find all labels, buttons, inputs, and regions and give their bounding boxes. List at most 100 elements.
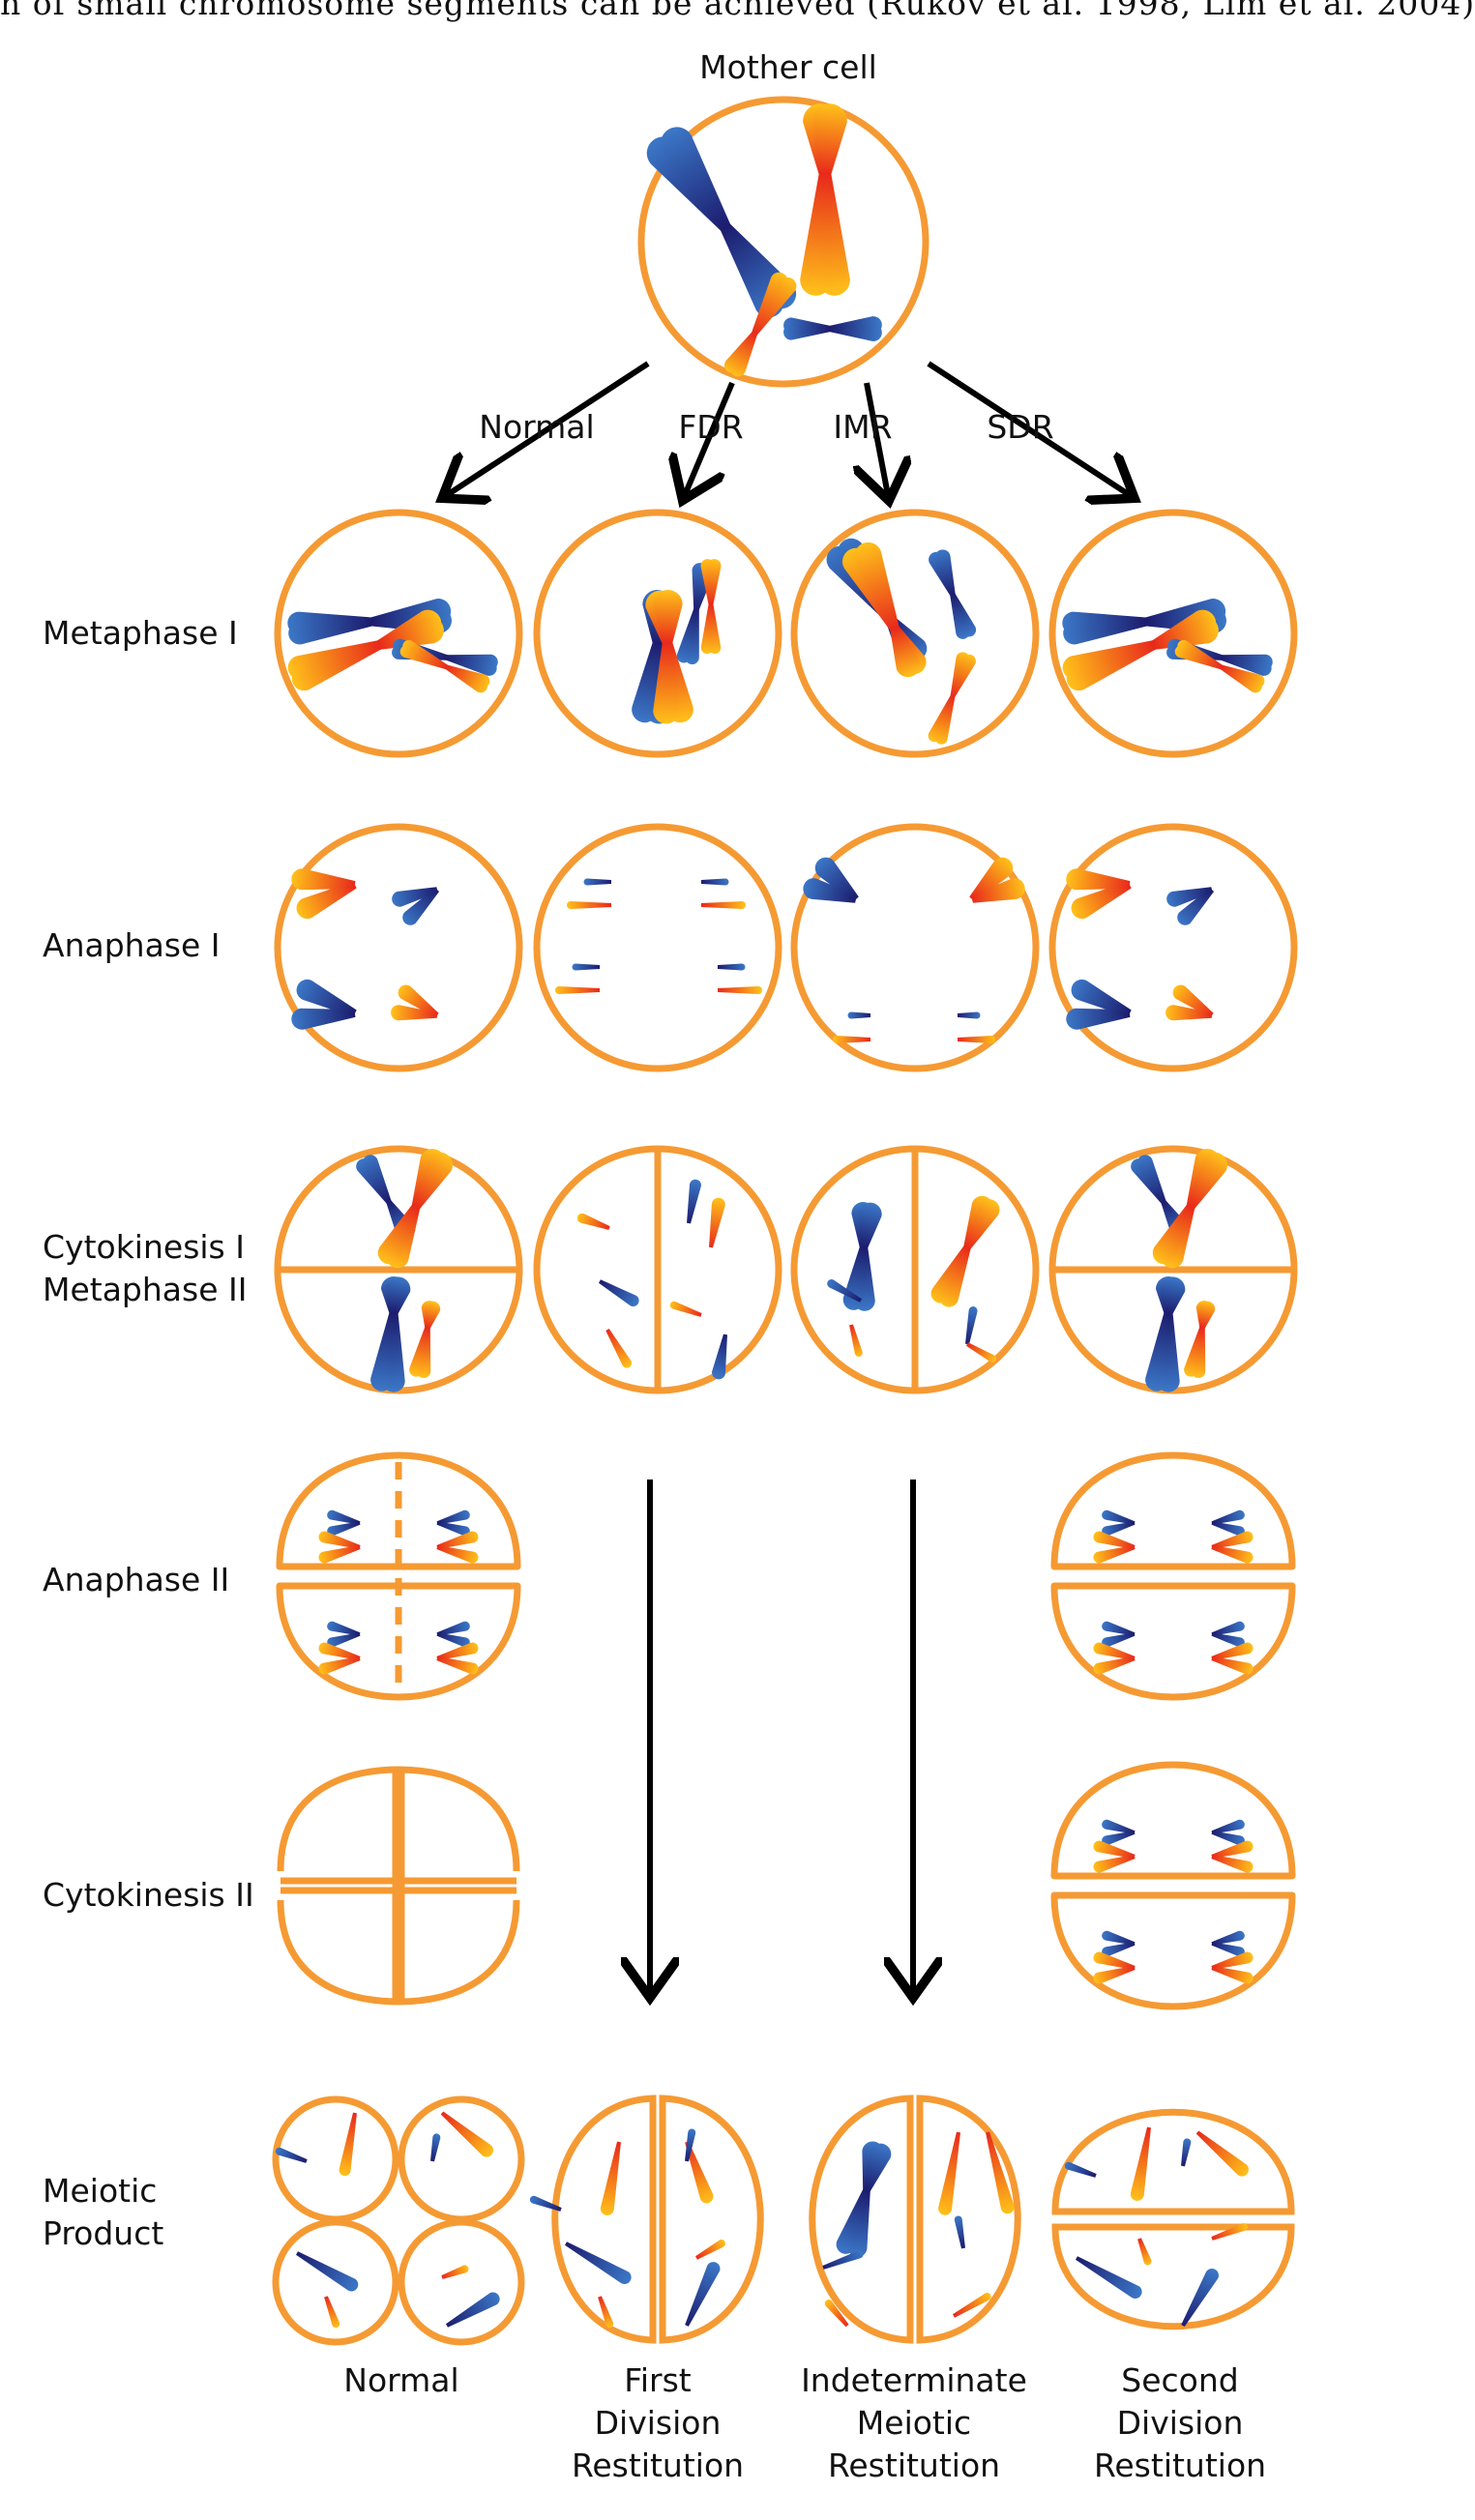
stage-label-metaphase-1: Metaphase I <box>43 614 238 652</box>
chromatid-paternal-73 <box>934 549 956 596</box>
chromatid-maternal-23 <box>287 640 381 681</box>
chromatid-paternal-100 <box>572 963 600 971</box>
chromatid-paternal-221 <box>565 2242 632 2284</box>
chromatid-maternal-143 <box>1184 1327 1205 1377</box>
chromatid-maternal-219 <box>600 2141 621 2215</box>
chromatid-paternal-163 <box>327 1521 361 1537</box>
chromatid-maternal-141 <box>1199 1301 1216 1329</box>
chromatid-maternal-103 <box>718 986 762 994</box>
chromatid-maternal-236 <box>953 2293 991 2318</box>
chromatid-paternal-15 <box>783 317 831 334</box>
chromatid-maternal-39 <box>1062 640 1156 681</box>
product-label-imr: Indeterminate Meiotic Restitution <box>801 2361 1027 2484</box>
chromatid-paternal-184 <box>1211 1521 1245 1537</box>
chromatid-maternal-45 <box>1220 664 1262 693</box>
chromatid-maternal-223 <box>685 2141 714 2204</box>
chromatid-maternal-237 <box>1130 2126 1151 2201</box>
chromatid-maternal-185 <box>1211 1531 1254 1550</box>
anaphase-1-cell-0 <box>274 823 523 1072</box>
chromatid-paternal-171 <box>327 1632 361 1648</box>
chromatid-maternal-165 <box>318 1544 361 1564</box>
chromatid-maternal-181 <box>1093 1544 1136 1564</box>
chromatid-maternal-160 <box>930 1245 971 1304</box>
chromatid-maternal-197 <box>1093 1854 1136 1873</box>
chromatid-maternal-213 <box>440 2111 493 2157</box>
caption-fragment: n of small chromosome segments can be ac… <box>0 0 1475 22</box>
chromatid-maternal-186 <box>1211 1544 1254 1564</box>
pathway-label-imr: IMR <box>833 408 893 446</box>
chromatid-maternal-63 <box>700 603 714 655</box>
chromatid-paternal-19 <box>287 611 372 635</box>
chromatid-paternal-192 <box>1211 1632 1245 1648</box>
metaphase-1-cell-3 <box>1048 509 1298 758</box>
chromatid-paternal-164 <box>327 1509 361 1525</box>
chromatid-paternal-152 <box>858 1202 882 1248</box>
chromatid-paternal-93 <box>1071 979 1132 1017</box>
anaphase-1-cell-1 <box>533 823 782 1072</box>
chromatid-paternal-85 <box>296 979 357 1017</box>
chromatid-maternal-177 <box>436 1642 479 1661</box>
chromatid-maternal-158 <box>963 1199 1000 1249</box>
chromatid-maternal-53 <box>653 590 683 644</box>
pathway-label-fdr: FDR <box>678 408 744 446</box>
anaphase-2-normal-lower <box>276 1582 521 1701</box>
chromatid-paternal-175 <box>436 1621 470 1636</box>
product-label-fdr: First Division Restitution <box>571 2361 745 2484</box>
chromatid-paternal-231 <box>822 2250 864 2270</box>
chromatid-paternal-167 <box>436 1509 470 1525</box>
chromatid-paternal-161 <box>965 1306 978 1345</box>
chromatid-maternal-218 <box>441 2265 469 2279</box>
chromatid-paternal-108 <box>847 1011 870 1019</box>
chromatid-maternal-202 <box>1211 1854 1254 1873</box>
chromatid-maternal-107 <box>971 878 1025 903</box>
chromatid-maternal-125 <box>425 1301 441 1329</box>
chromatid-paternal-191 <box>1211 1621 1245 1636</box>
chromatid-maternal-210 <box>1211 1965 1254 1984</box>
chromatid-maternal-243 <box>1211 2223 1248 2241</box>
stage-label-meiotic-product: Meiotic Product <box>43 2172 164 2252</box>
chromatid-paternal-83 <box>392 887 438 907</box>
chromatid-maternal-37 <box>1152 616 1219 650</box>
chromatid-maternal-87 <box>398 984 439 1018</box>
arrow-normal <box>447 361 650 495</box>
chromatid-paternal-214 <box>430 2133 441 2162</box>
chromatid-paternal-59 <box>676 608 699 663</box>
chromatid-maternal-111 <box>958 1036 995 1043</box>
chromatid-maternal-144 <box>576 1213 610 1230</box>
chromatid-paternal-208 <box>1211 1942 1245 1957</box>
chromatid-maternal-133 <box>1187 1152 1227 1210</box>
chromatid-paternal-228 <box>863 2143 892 2192</box>
chromatid-maternal-55 <box>653 642 680 724</box>
chromatid-maternal-148 <box>709 1197 725 1248</box>
chromatid-maternal-61 <box>707 559 722 605</box>
chromatid-maternal-225 <box>695 2240 725 2260</box>
chromatid-maternal-173 <box>318 1656 361 1675</box>
product-imr-left <box>809 2095 914 2344</box>
product-label-sdr: Second Division Restitution <box>1093 2361 1267 2484</box>
chromatid-paternal-238 <box>1064 2161 1097 2178</box>
chromatid-maternal-31 <box>402 639 449 670</box>
chromatid-paternal-105 <box>814 857 859 902</box>
chromatid-maternal-110 <box>833 1036 870 1043</box>
cytokinesis-2-sdr-lower <box>1050 1891 1296 2010</box>
mother-cell-label: Mother cell <box>699 48 877 86</box>
chromatid-maternal-232 <box>824 2300 849 2328</box>
chromatid-paternal-139 <box>1145 1312 1173 1392</box>
chromatid-paternal-188 <box>1102 1621 1136 1636</box>
chromatid-paternal-75 <box>950 594 970 639</box>
chromatid-paternal-230 <box>836 2188 870 2254</box>
chromatid-maternal-234 <box>986 2131 1015 2214</box>
chromatid-paternal-96 <box>583 878 611 886</box>
anaphase-1-cell-3 <box>1048 823 1298 1072</box>
product-imr-right <box>916 2095 1021 2344</box>
product-fdr-left <box>551 2095 657 2344</box>
chromatid-maternal-162 <box>966 1342 996 1363</box>
arrow-sdr <box>927 361 1130 495</box>
chromatid-paternal-102 <box>718 963 746 971</box>
chromatid-paternal-199 <box>1211 1819 1245 1834</box>
chromatid-maternal-149 <box>669 1301 702 1317</box>
chromatid-paternal-226 <box>685 2262 721 2327</box>
chromatid-paternal-176 <box>436 1632 470 1648</box>
chromatid-maternal-119 <box>377 1204 420 1265</box>
